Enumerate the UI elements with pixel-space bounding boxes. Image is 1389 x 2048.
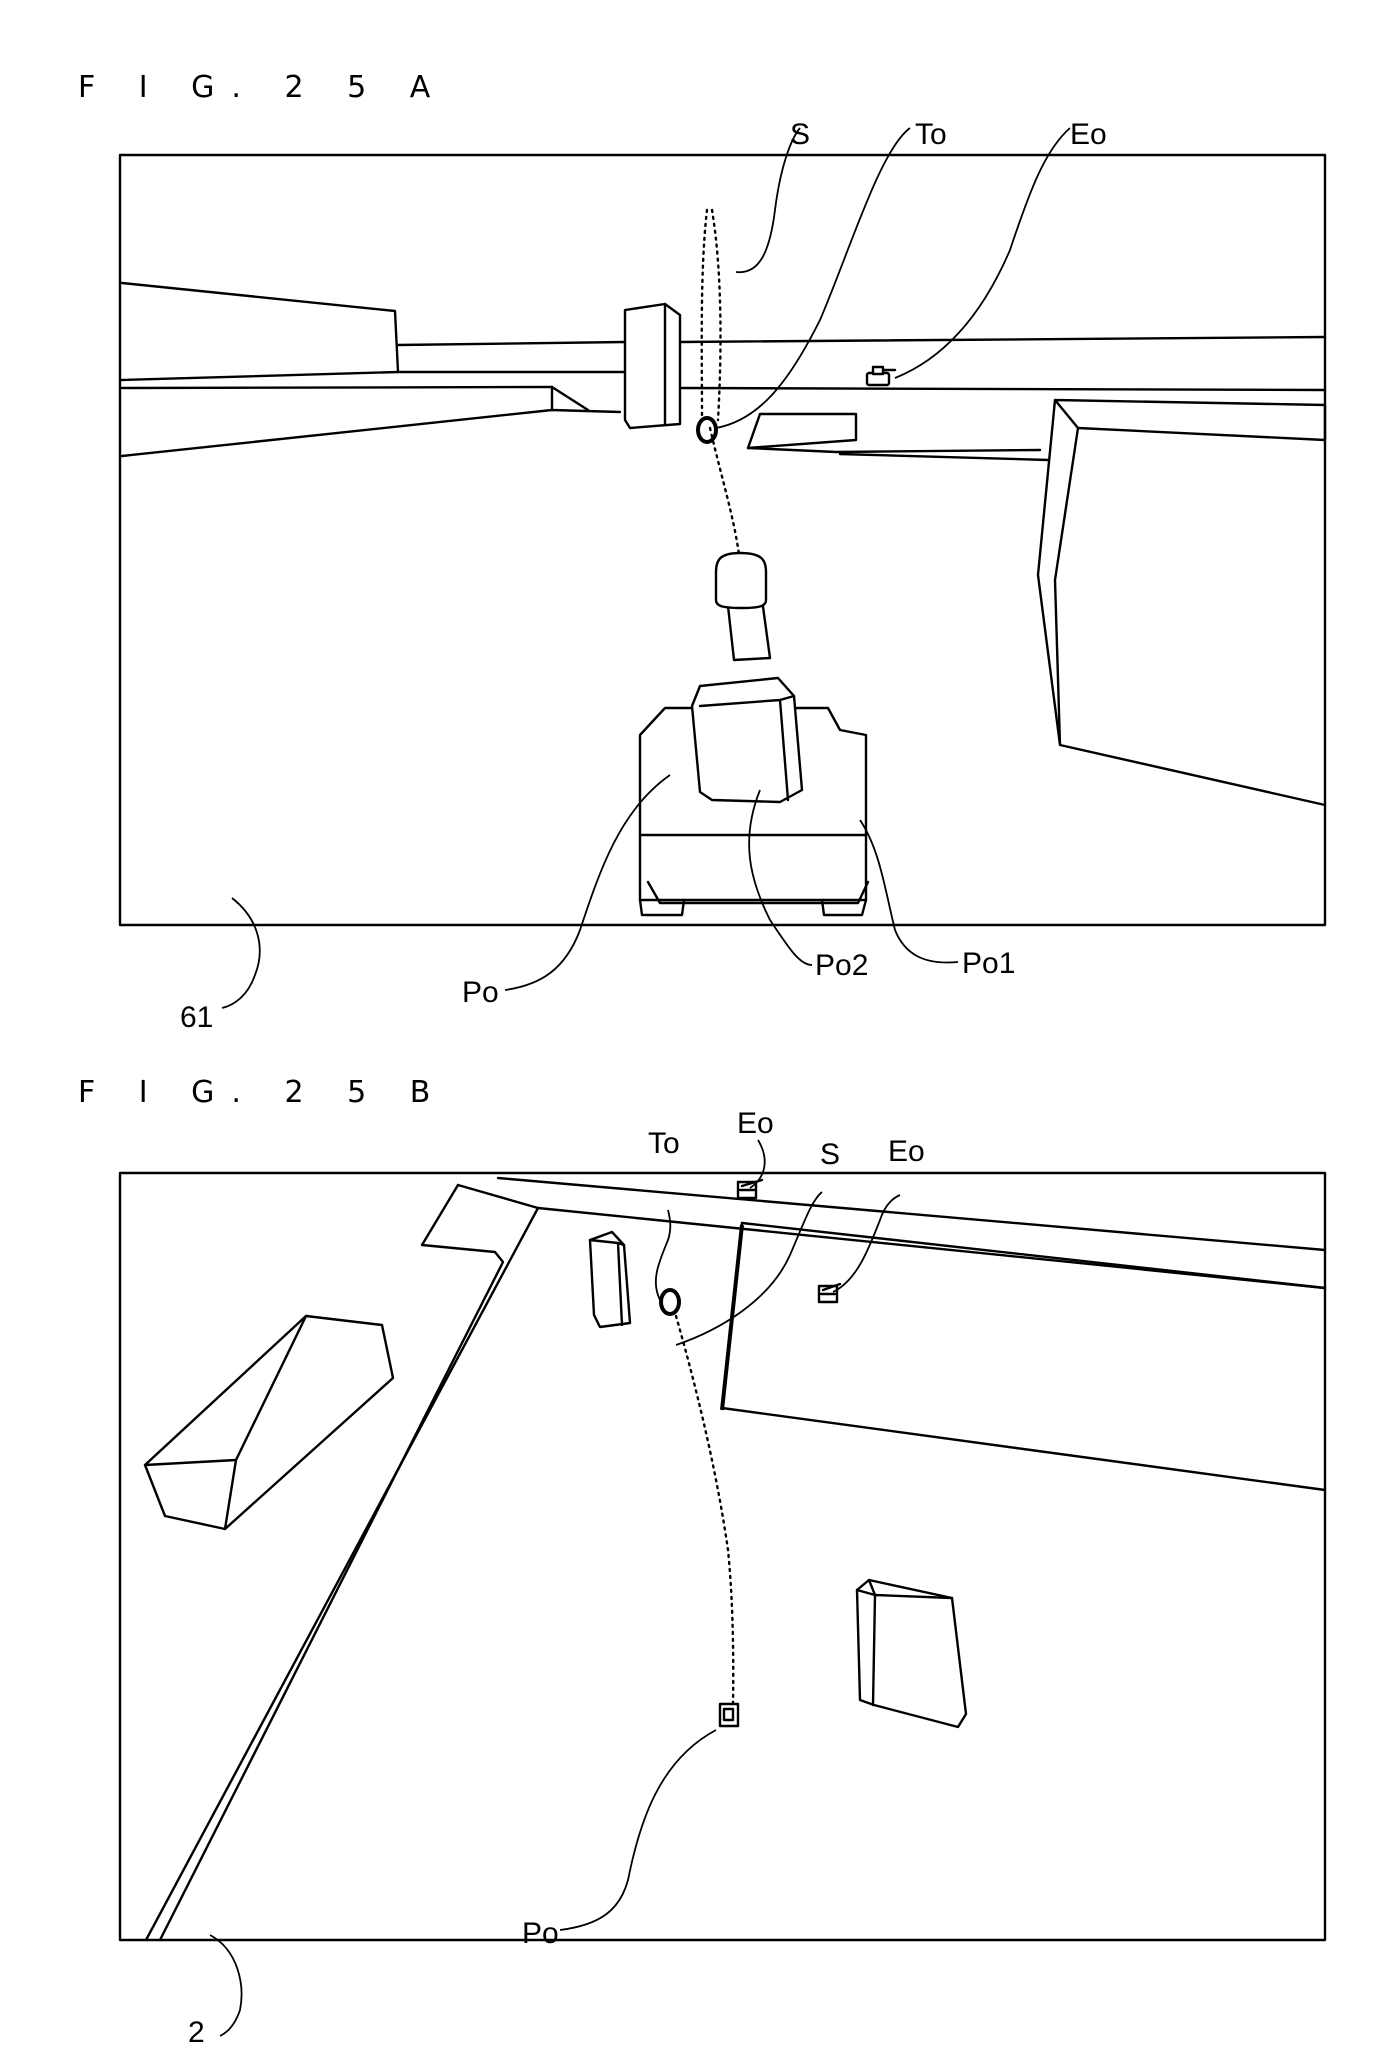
far-wall-top-left xyxy=(396,340,627,347)
trajectory-right xyxy=(710,208,722,422)
tank-turret-edges xyxy=(698,694,796,802)
label-eo-top: Eo xyxy=(737,1107,774,1140)
leader-s-b xyxy=(675,1191,823,1346)
leader-po1 xyxy=(859,819,959,964)
center-low-wall xyxy=(746,412,858,450)
tank-turret xyxy=(690,676,804,804)
figure-b-scene: To Eo S Eo Po 2 xyxy=(118,1107,1327,2048)
label-screen-2: 2 xyxy=(188,2016,205,2048)
label-po2: Po2 xyxy=(815,949,868,982)
leader-eo-right xyxy=(832,1194,901,1293)
enemy-tank-top-icon xyxy=(736,1178,764,1200)
figure-b-screen-frame xyxy=(118,1171,1327,1942)
label-screen-61: 61 xyxy=(180,1001,213,1034)
leader-screen-61 xyxy=(221,897,261,1009)
tank-muzzle xyxy=(714,551,768,610)
label-eo: Eo xyxy=(1070,118,1107,151)
figure-b-title: F I G. 2 5 B xyxy=(78,1075,448,1110)
player-tank xyxy=(638,551,870,917)
horizon-line-right xyxy=(678,386,1327,392)
left-floor-ramp xyxy=(120,385,622,458)
road-building-edge xyxy=(740,1221,1327,1290)
enemy-tank-right-icon xyxy=(817,1282,842,1304)
left-diagonal-wall-inner xyxy=(158,1183,505,1942)
leader-eo xyxy=(894,127,1071,379)
right-big-block xyxy=(1036,398,1327,807)
label-po1: Po1 xyxy=(962,947,1015,980)
enemy-tank-icon xyxy=(865,365,897,387)
far-wall-top-right xyxy=(678,335,1327,344)
center-small-pillar xyxy=(588,1230,632,1329)
label-to-b: To xyxy=(648,1127,680,1160)
right-small-box xyxy=(855,1578,968,1729)
label-po: Po xyxy=(462,976,499,1009)
leader-screen-2 xyxy=(209,1934,243,2037)
leader-po-b xyxy=(559,1729,717,1931)
figure-a-screen-frame xyxy=(118,153,1327,927)
leader-to xyxy=(715,127,911,429)
label-s-b: S xyxy=(820,1138,840,1171)
figure-a-scene: S To Eo Po Po2 Po1 61 xyxy=(118,118,1327,1034)
label-po-b: Po xyxy=(522,1917,559,1950)
left-ramp-edge xyxy=(550,385,590,412)
horizon-line-left xyxy=(120,385,554,390)
left-wall-block xyxy=(120,281,400,382)
left-long-box xyxy=(143,1314,395,1531)
center-low-wall-base xyxy=(746,446,1042,454)
leader-po2 xyxy=(748,789,813,966)
center-low-wall-shadow xyxy=(838,452,1050,462)
label-eo-right: Eo xyxy=(888,1135,925,1168)
tank-hull-base xyxy=(646,880,870,905)
trajectory-left xyxy=(700,208,709,422)
leader-to-b xyxy=(654,1209,672,1301)
figure-a-title: F I G. 2 5 A xyxy=(78,70,448,105)
left-diagonal-wall xyxy=(144,1183,540,1942)
leader-s xyxy=(735,127,801,273)
leader-po xyxy=(504,774,671,991)
trajectory-b xyxy=(674,1314,735,1707)
label-to: To xyxy=(915,118,947,151)
right-building-outline xyxy=(720,1221,1327,1492)
target-reticle-b-icon xyxy=(659,1288,681,1316)
center-pillar xyxy=(623,302,682,430)
road-top-edge xyxy=(496,1176,1327,1252)
trajectory-lower xyxy=(708,426,742,564)
leader-eo-top xyxy=(749,1139,766,1189)
player-tank-b-icon xyxy=(718,1702,740,1728)
tank-tracks xyxy=(638,898,868,917)
target-reticle-icon xyxy=(696,416,718,444)
label-s: S xyxy=(790,118,810,151)
